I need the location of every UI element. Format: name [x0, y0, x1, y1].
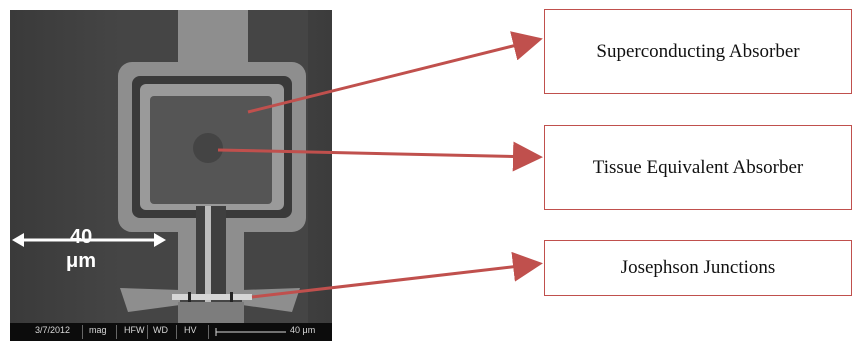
callout-tissue-equivalent-absorber: Tissue Equivalent Absorber — [544, 125, 852, 210]
arrow-tissue — [217, 141, 543, 172]
sem-tissue-dot — [193, 133, 223, 163]
info-wd: WD — [153, 325, 168, 335]
info-scale-label: 40 μm — [290, 325, 316, 335]
scale-bar-value: 40 — [70, 226, 93, 248]
sem-image — [10, 10, 332, 341]
arrow-josephson — [251, 251, 543, 299]
info-hfw: HFW — [124, 325, 145, 335]
arrow-superconducting — [247, 31, 543, 114]
info-scale-bar — [215, 328, 286, 336]
scale-arrow — [12, 233, 166, 247]
info-mag: mag — [89, 325, 107, 335]
info-date: 3/7/2012 — [35, 325, 71, 335]
sem-junction — [172, 294, 252, 300]
sem-info-bar: 3/7/2012 mag HFW WD HV 40 μm — [10, 323, 332, 341]
info-hv: HV — [184, 325, 197, 335]
callout-superconducting-absorber: Superconducting Absorber — [544, 9, 852, 94]
callout-josephson-junctions: Josephson Junctions — [544, 240, 852, 296]
scale-bar-unit: μm — [66, 250, 97, 272]
